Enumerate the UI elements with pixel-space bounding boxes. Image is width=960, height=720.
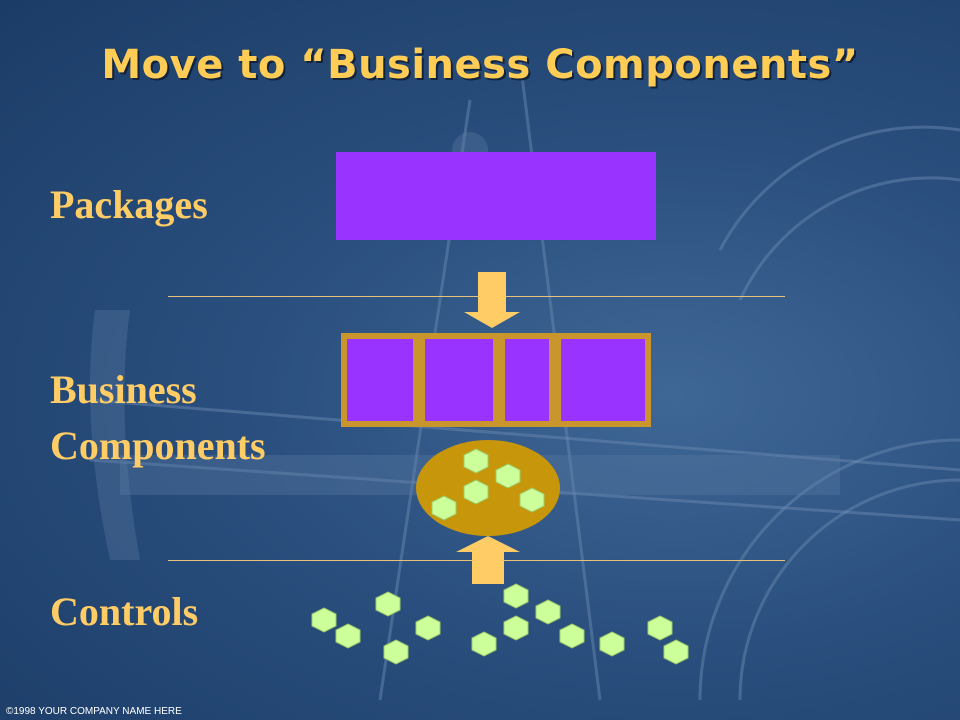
hexagon-icon [599,631,625,657]
business-component-block [499,333,555,427]
down-arrow-icon [464,272,520,328]
divider-top [168,296,785,297]
business-component-block [419,333,499,427]
hexagon-icon [663,639,689,665]
packages-label: Packages [50,182,208,227]
copyright-footer: ©1998 YOUR COMPANY NAME HERE [6,706,182,717]
business-label-line1: Business [50,367,197,412]
hexagon-icon [415,615,441,641]
hexagon-icon [335,623,361,649]
hexagon-icon [383,639,409,665]
hexagon-icon [503,615,529,641]
hexagon-icon [503,583,529,609]
business-label-line2: Components [50,423,266,468]
package-block [336,152,656,240]
hexagon-icon [559,623,585,649]
hexagon-icon [647,615,673,641]
controls-label: Controls [50,589,199,634]
up-arrow-icon [456,536,520,584]
slide-title: Move to “Business Components” [101,42,859,88]
business-component-block [555,333,651,427]
hexagon-icon [471,631,497,657]
hexagon-icon [311,607,337,633]
hexagon-icon [375,591,401,617]
business-component-block [341,333,419,427]
hexagon-icon [535,599,561,625]
